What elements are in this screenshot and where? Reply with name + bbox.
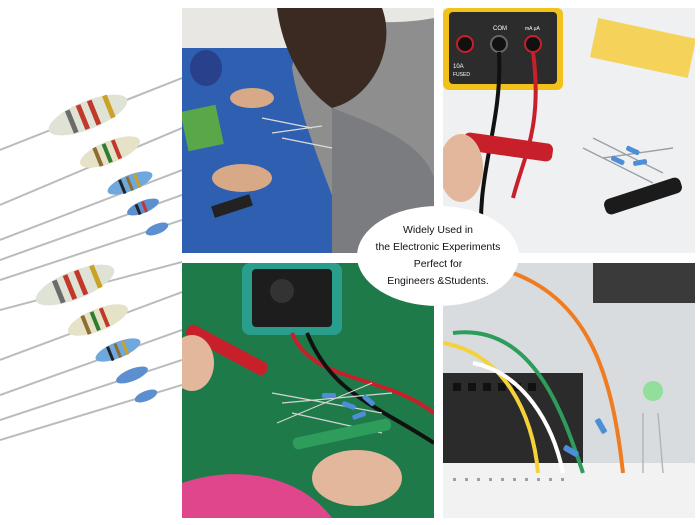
amp-label: 10A xyxy=(453,64,464,70)
soldering-scene xyxy=(182,8,434,253)
photo-digital-multimeter xyxy=(182,263,434,518)
fused-label: FUSED xyxy=(453,72,470,78)
breadboard xyxy=(443,463,695,518)
caption-bubble: Widely Used in the Electronic Experiment… xyxy=(357,206,519,306)
solder-spool xyxy=(190,50,222,86)
jumper-wire-yellow xyxy=(443,341,540,474)
cable xyxy=(593,263,695,303)
sleeve xyxy=(182,474,332,518)
resistor-small-5 xyxy=(116,366,148,384)
digital-meter-scene xyxy=(182,263,434,518)
resistor-large-1 xyxy=(48,94,128,136)
red-probe xyxy=(462,132,554,162)
black-probe xyxy=(604,177,682,215)
circuit-board xyxy=(182,104,224,152)
resistor-small-2 xyxy=(127,198,159,216)
photo-soldering-student xyxy=(182,8,434,253)
hand xyxy=(230,88,274,108)
jumper-wire-green xyxy=(452,330,585,474)
resistor-illustration xyxy=(0,77,182,441)
resistor-small-6 xyxy=(134,389,158,403)
photo-multimeter-probes: COM 10A FUSED mA μA xyxy=(443,8,695,253)
led xyxy=(643,381,663,401)
photo-breadboard-circuit xyxy=(443,263,695,518)
resistor-small-3 xyxy=(145,222,169,236)
ma-label: mA μA xyxy=(525,26,540,32)
hand xyxy=(212,164,272,192)
multimeter-scene: COM 10A FUSED mA μA xyxy=(443,8,695,253)
resistor-medium-1 xyxy=(80,136,140,168)
caption-line-3: Perfect for xyxy=(413,258,463,270)
caption-line-2: the Electronic Experiments xyxy=(375,241,501,253)
jumper-wire-orange xyxy=(512,271,625,474)
caption-line-1: Widely Used in xyxy=(402,224,474,236)
jumper-wire-white xyxy=(472,361,565,474)
caption-line-4: Engineers &Students. xyxy=(387,275,489,287)
resistor-strip-image xyxy=(0,0,182,525)
hand xyxy=(312,450,402,506)
breadboard-scene xyxy=(443,263,695,518)
com-label: COM xyxy=(493,26,507,32)
resistor-small-1 xyxy=(107,171,153,195)
resistor-large-2 xyxy=(35,264,115,306)
resistor-medium-2 xyxy=(68,304,128,336)
red-probe xyxy=(186,324,268,376)
resistor-small-4 xyxy=(95,338,141,362)
